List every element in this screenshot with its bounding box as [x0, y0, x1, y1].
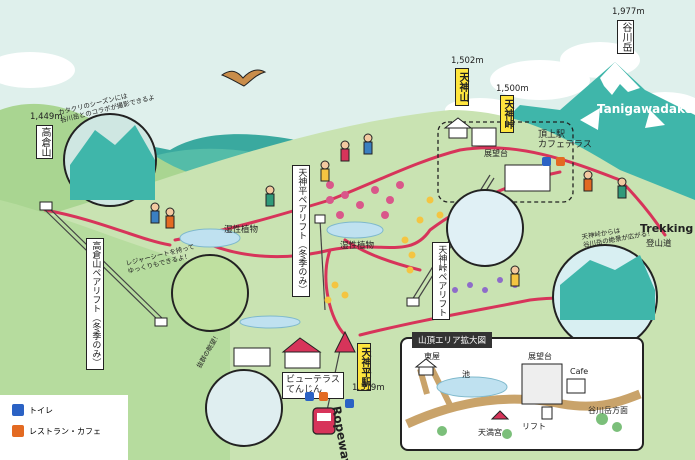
tenjindaira-pair-lift-label: 天神平ペアリフト（冬季のみ） — [292, 165, 311, 297]
legend-toilet-label: トイレ — [29, 405, 53, 415]
legend-restaurant: レストラン・カフェ — [12, 425, 128, 437]
inset-lift-label: リフト — [522, 422, 546, 431]
wetland-plants-label-1: 湿性植物 — [224, 225, 259, 235]
flower-patches — [324, 181, 518, 304]
tanigawadake-romaji: Tanigawadake — [597, 102, 693, 116]
tenjindaira-station-name: 天神平駅 — [357, 343, 371, 391]
tenjintoge-elevation: 1,500m — [496, 84, 529, 94]
tenjintoge-pair-lift-label: 天神峠ペアリフト — [432, 242, 451, 320]
inset-pond-label: 池 — [462, 370, 470, 379]
inset-to-tanigawa-label: 谷川岳方面 — [588, 406, 628, 415]
inset-tenmangu-label: 天満宮 — [478, 428, 502, 437]
trekking-label: Trekking — [640, 222, 694, 235]
tanigawadake-name: 谷川岳 — [617, 20, 634, 54]
summit-facility-icons — [542, 157, 570, 169]
summit-area-inset-map: 東屋 池 展望台 Cafe リフト 天満宮 谷川岳方面 — [400, 337, 644, 451]
legend-restaurant-label: レストラン・カフェ — [29, 426, 101, 436]
hiker-figures — [150, 133, 627, 287]
station-toilet-icon — [345, 399, 359, 411]
tenjinyama-name: 天神山 — [455, 68, 469, 106]
legend-toilet: トイレ — [12, 404, 128, 416]
view-terrace-facility-icons — [305, 392, 333, 404]
inset-azumaya-label: 東屋 — [424, 352, 440, 361]
tanigawadake-elevation: 1,977m — [612, 7, 645, 17]
inset-observatory-label: 展望台 — [528, 352, 552, 361]
tenjintoge-name: 天神峠 — [500, 95, 514, 133]
inset-map-title: 山頂エリア拡大図 — [412, 332, 493, 348]
toilet-icon — [12, 404, 24, 416]
observatory-label: 展望台 — [484, 149, 508, 158]
summit-station-label: 頂上駅 カフェテラス — [538, 130, 592, 151]
takakurayama-name: 高倉山 — [36, 125, 53, 159]
trail-label: 登山道 — [646, 239, 672, 249]
tenjindaira-elevation: 1,319m — [352, 383, 385, 393]
inset-cafe-label: Cafe — [570, 367, 589, 376]
inset-map-drawing — [405, 358, 642, 439]
map-legend: トイレ レストラン・カフェ — [0, 395, 128, 460]
tenjinyama-elevation: 1,502m — [451, 56, 484, 66]
takakurayama-elevation: 1,449m — [30, 112, 63, 122]
bird-illustration — [220, 69, 267, 87]
restaurant-icon — [12, 425, 24, 437]
takakura-pair-lift-label: 高倉山ペアリフト（冬季のみ） — [86, 238, 105, 370]
photo-vignettes — [63, 113, 658, 447]
wetland-plants-label-2: 湿性植物 — [340, 241, 375, 251]
